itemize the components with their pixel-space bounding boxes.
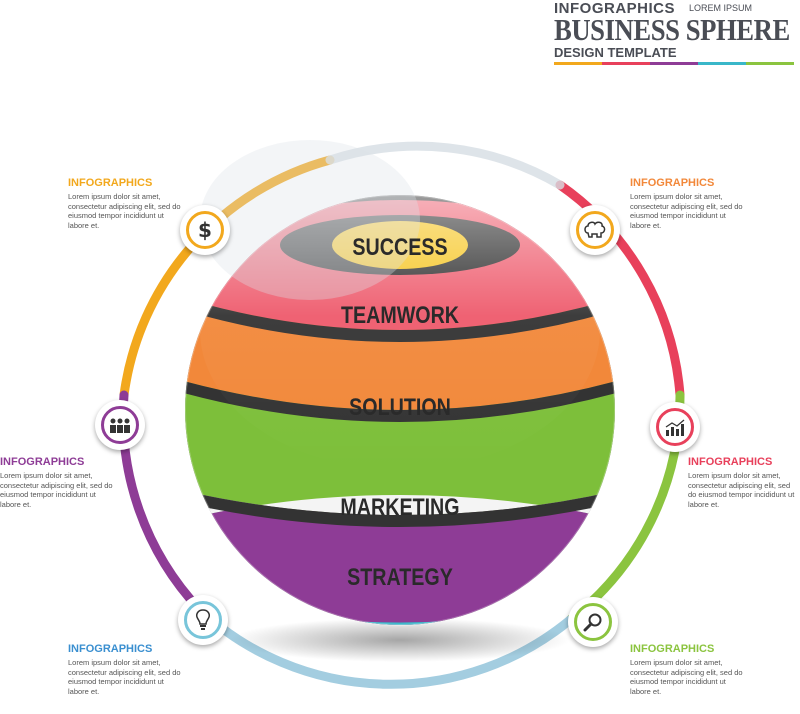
info-text: Lorem ipsum dolor sit amet, consectetur … [0,471,113,509]
header-small-title: INFOGRAPHICS [554,0,676,17]
dollar-icon: $ [186,211,224,249]
header: INFOGRAPHICS LOREM IPSUM BUSINESS SPHERE… [554,0,800,70]
band-label-marketing: MARKETING [340,494,460,521]
node-bulb[interactable] [178,595,228,645]
lightbulb-icon [184,601,222,639]
magnifier-icon [574,603,612,641]
band-label-solution: SOLUTION [349,394,451,421]
brain-icon [576,211,614,249]
info-title: INFOGRAPHICS [630,177,715,189]
info-title: INFOGRAPHICS [0,456,85,468]
header-bar-2 [602,62,650,65]
info-title: INFOGRAPHICS [630,643,715,655]
ring-arc-top-right [555,180,685,400]
info-title: INFOGRAPHICS [688,456,773,468]
header-lorem: LOREM IPSUM [689,3,753,13]
info-text: Lorem ipsum dolor sit amet, consectetur … [68,192,181,230]
header-bar-4 [698,62,746,65]
info-title: INFOGRAPHICS [68,643,153,655]
header-subtitle: DESIGN TEMPLATE [554,45,677,60]
bar-chart-icon [656,408,694,446]
band-label-strategy: STRATEGY [347,564,453,591]
node-chart[interactable] [650,402,700,452]
ring-arc-top [325,141,565,190]
header-big-title: BUSINESS SPHERE [554,12,790,47]
info-text: Lorem ipsum dolor sit amet, consectetur … [68,658,181,696]
header-bar-3 [650,62,698,65]
node-search[interactable] [568,597,618,647]
band-label-success: SUCCESS [352,234,448,261]
info-top-right: INFOGRAPHICS Lorem ipsum dolor sit amet,… [630,177,748,230]
info-bottom-right: INFOGRAPHICS Lorem ipsum dolor sit amet,… [630,643,748,696]
info-title: INFOGRAPHICS [68,177,153,189]
header-bar-1 [554,62,602,65]
band-label-teamwork: TEAMWORK [340,302,460,329]
node-brain[interactable] [570,205,620,255]
info-text: Lorem ipsum dolor sit amet, consectetur … [688,471,795,509]
team-icon [101,406,139,444]
info-bottom-left: INFOGRAPHICS Lorem ipsum dolor sit amet,… [68,643,186,696]
info-mid-left: INFOGRAPHICS Lorem ipsum dolor sit amet,… [0,456,118,509]
info-top-left: INFOGRAPHICS Lorem ipsum dolor sit amet,… [68,177,186,230]
header-bar-5 [746,62,794,65]
node-dollar[interactable]: $ [180,205,230,255]
info-text: Lorem ipsum dolor sit amet, consectetur … [630,192,743,230]
info-mid-right: INFOGRAPHICS Lorem ipsum dolor sit amet,… [688,456,800,509]
node-team[interactable] [95,400,145,450]
info-text: Lorem ipsum dolor sit amet, consectetur … [630,658,743,696]
